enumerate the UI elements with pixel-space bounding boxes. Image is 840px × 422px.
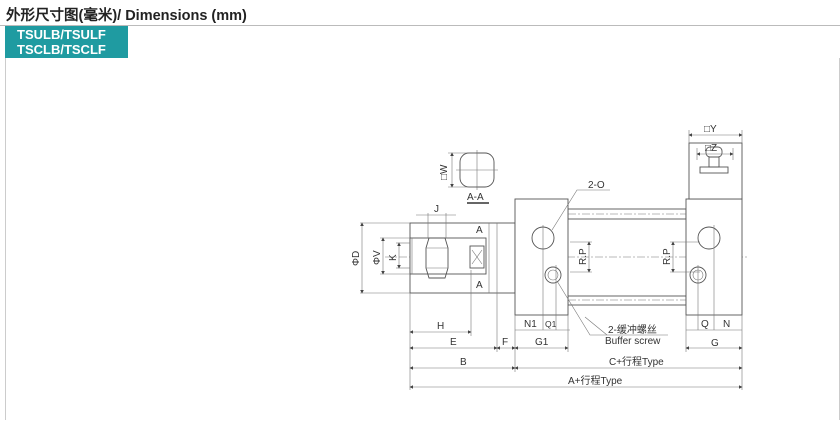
model-badge: TSULB/TSULF TSCLB/TSCLF [5,26,128,58]
section-mark-bottom: A [476,280,483,291]
dim-e: E [450,337,457,348]
section-mark-top: A [476,225,483,236]
dim-g1: G1 [535,337,549,348]
buffer-screw-cn: 2-缓冲螺丝 [608,323,657,336]
model-line-1: TSULB/TSULF [17,27,106,42]
dim-b: B [460,357,467,368]
title-divider [0,25,840,26]
hex-nut [425,237,449,279]
dim-d: ΦD [351,251,362,266]
section-view: □W A-A [439,150,498,204]
dim-q: Q [701,319,709,330]
dim-a: A+行程Type [568,374,623,387]
section-label: A-A [467,192,484,203]
dim-v: ΦV [372,250,383,265]
dim-f: F [502,337,508,348]
dim-rp-front: R.P [578,248,589,265]
dim-n1: N1 [524,319,537,330]
dim-c: C+行程Type [609,355,664,368]
page-title: 外形尺寸图(毫米)/ Dimensions (mm) [6,8,247,24]
rear-cover [685,142,743,330]
dim-q1: Q1 [545,319,557,329]
dim-k: K [388,254,399,261]
model-line-2: TSCLB/TSCLF [17,42,106,57]
port-label: 2-O [588,180,605,191]
dim-y: □Y [704,124,717,135]
dim-h: H [437,321,444,332]
dim-z: □Z [705,143,717,154]
dim-j: J [434,204,439,215]
front-cover [514,198,569,330]
dim-rp-rear: R.P [662,248,673,265]
buffer-screw-en: Buffer screw [605,336,661,347]
dim-n: N [723,319,730,330]
dim-w: □W [439,164,450,180]
rod-end: A A [409,222,516,294]
dim-g: G [711,338,719,349]
